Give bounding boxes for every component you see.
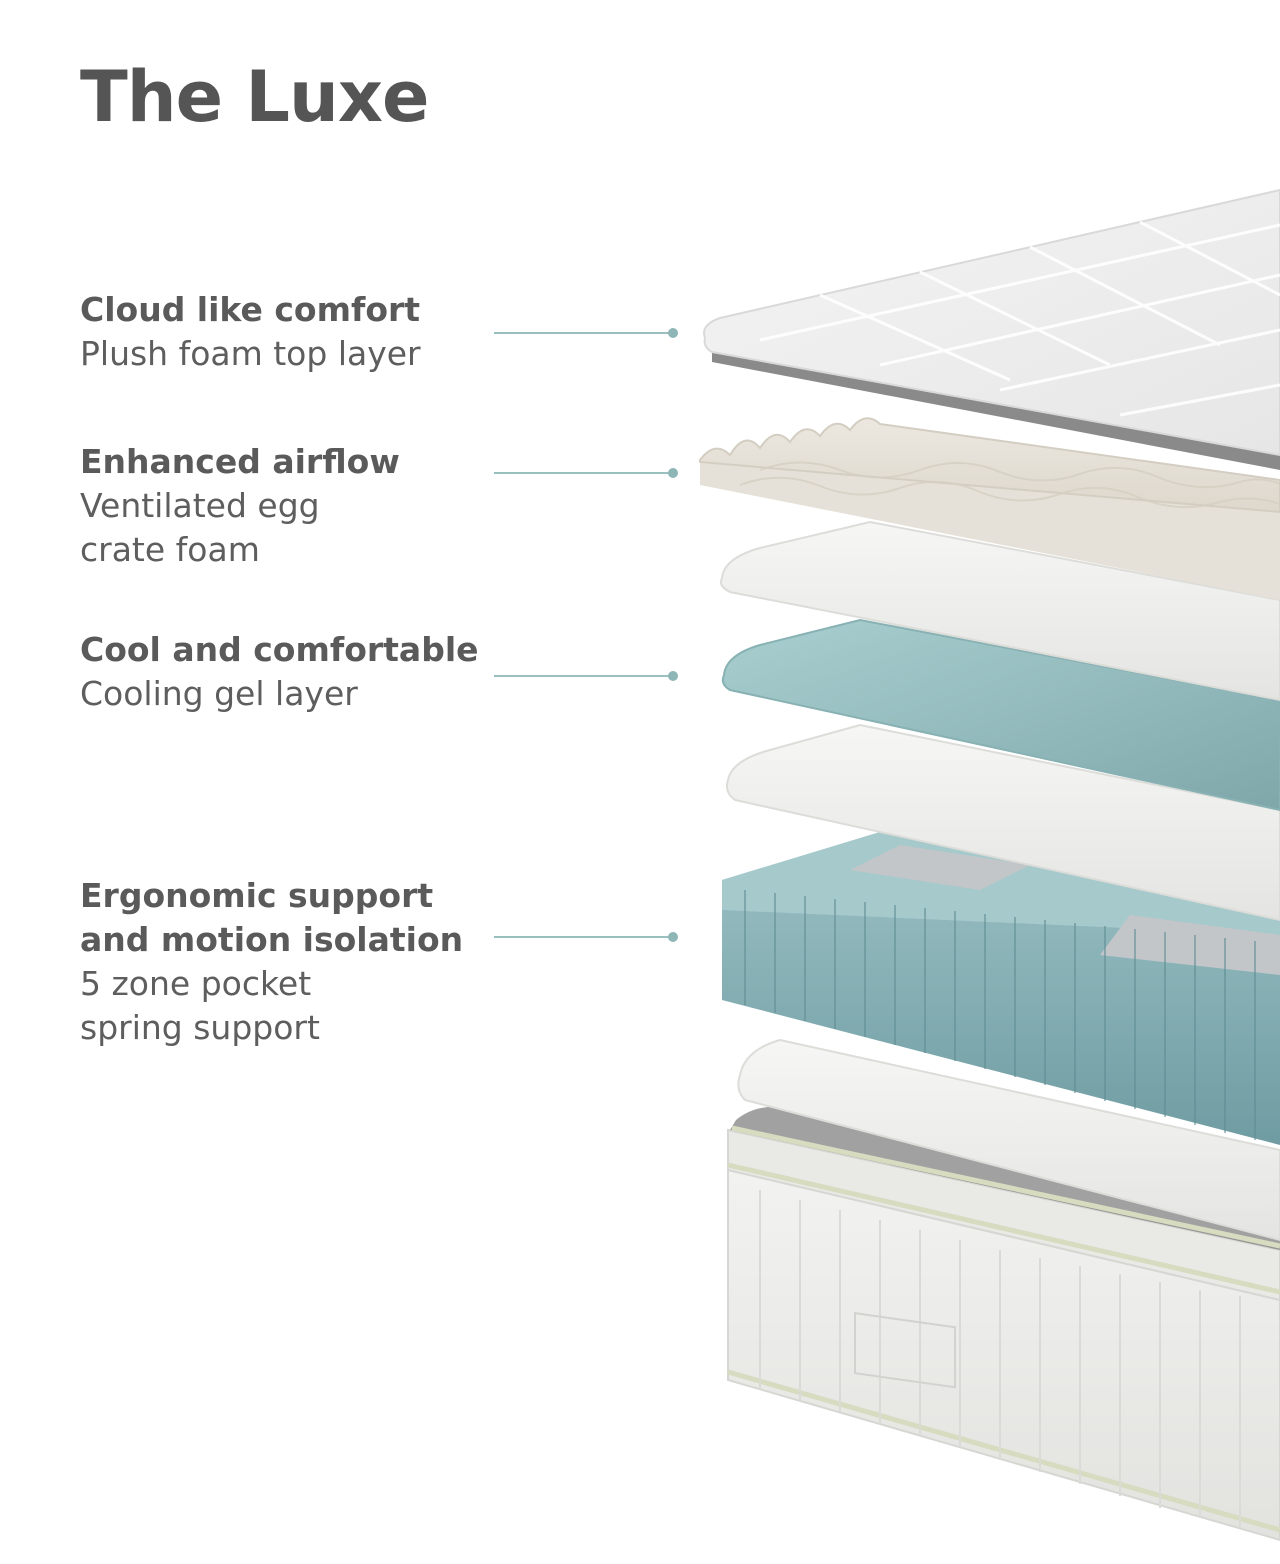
- callout-cloud-like-comfort: Cloud like comfort Plush foam top layer: [80, 288, 500, 376]
- callout-description: Cooling gel layer: [80, 674, 358, 713]
- plush-top-layer: [703, 188, 1280, 470]
- callout-heading: Cool and comfortable: [80, 630, 479, 669]
- leader-line-springs: [494, 932, 678, 942]
- egg-crate-foam-layer: [699, 417, 1280, 600]
- leader-line-gel: [494, 671, 678, 681]
- page-title: The Luxe: [80, 56, 429, 138]
- callout-cool-and-comfortable: Cool and comfortable Cooling gel layer: [80, 628, 500, 716]
- leader-line-top-layer: [494, 328, 678, 338]
- bottom-foam-layer: [737, 1038, 1280, 1242]
- mattress-layers-illustration: [699, 188, 1280, 1542]
- callout-description: Plush foam top layer: [80, 334, 421, 373]
- callout-ergonomic-support: Ergonomic support and motion isolation 5…: [80, 874, 500, 1050]
- callout-heading: Ergonomic support and motion isolation: [80, 876, 464, 959]
- callout-heading: Enhanced airflow: [80, 442, 400, 481]
- leader-line-egg-crate: [494, 468, 678, 478]
- comfort-foam-layer: [720, 520, 1280, 702]
- callout-enhanced-airflow: Enhanced airflow Ventilated egg crate fo…: [80, 440, 500, 572]
- support-foam-layer: [725, 723, 1280, 922]
- callout-description: 5 zone pocket spring support: [80, 964, 320, 1047]
- pocket-spring-layer: [722, 832, 1280, 1145]
- callout-heading: Cloud like comfort: [80, 290, 421, 329]
- callout-description: Ventilated egg crate foam: [80, 486, 320, 569]
- cooling-gel-layer: [721, 618, 1280, 812]
- mattress-base-layer: [727, 1106, 1280, 1542]
